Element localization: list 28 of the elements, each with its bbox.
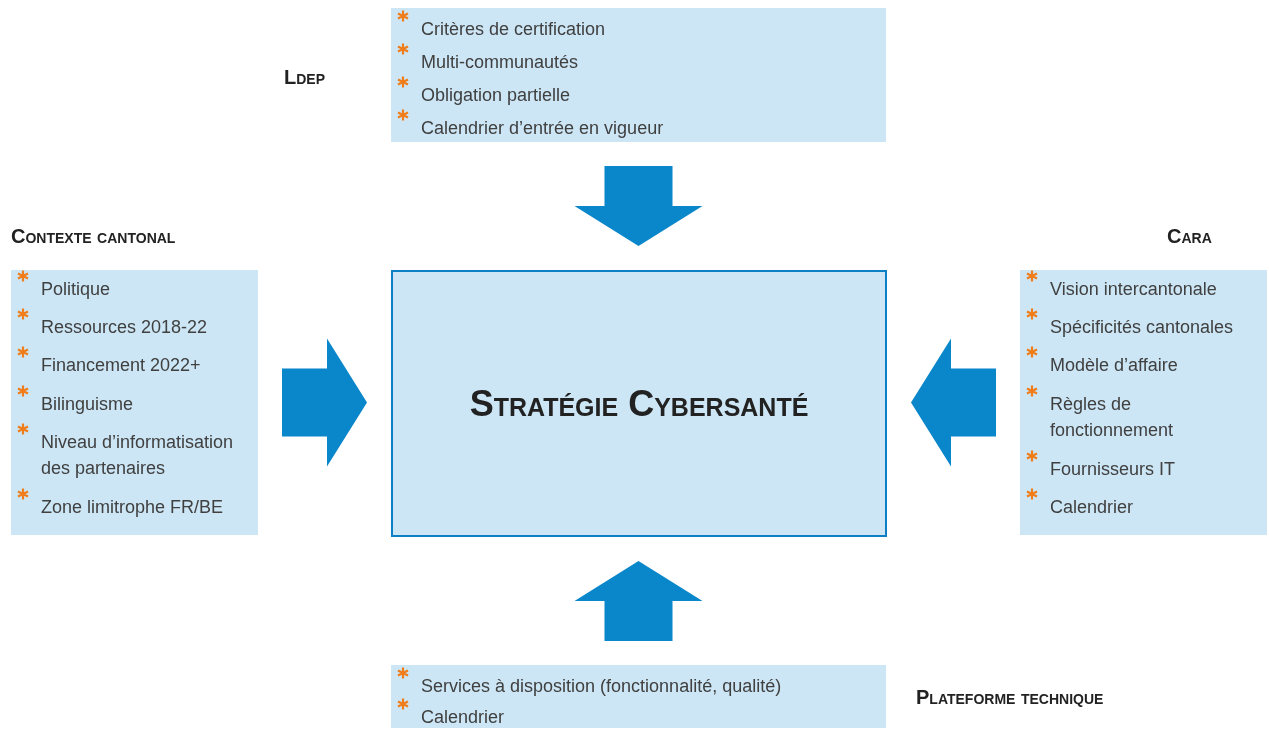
block-arrow — [911, 338, 996, 467]
panel-heading: Cara — [1167, 225, 1212, 248]
list-item: Obligation partielle — [421, 85, 571, 105]
list-item: Politique — [41, 279, 111, 299]
panel-heading: Contexte cantonal — [11, 225, 176, 248]
list-item: Critères de certification — [421, 19, 606, 39]
block-arrow — [574, 561, 703, 641]
list-item: Ressources 2018-22 — [41, 317, 208, 337]
center-title: Stratégie Cybersanté — [468, 382, 810, 425]
list-item: Calendrier d’entrée en vigueur — [421, 118, 664, 138]
list-item: Calendrier — [1050, 497, 1134, 517]
list-item: Zone limitrophe FR/BE — [41, 497, 224, 517]
block-arrow — [574, 166, 703, 246]
list-item: Niveau d’informatisation des partenaires — [41, 432, 234, 478]
panel-heading: Ldep — [284, 66, 325, 89]
list-item: Multi-communautés — [421, 52, 579, 72]
list-item: Règles de fonctionnement — [1050, 394, 1174, 440]
panel-heading: Plateforme technique — [916, 686, 1104, 709]
strategy-box — [391, 270, 887, 537]
list-item: Calendrier — [421, 707, 505, 727]
list-item: Fournisseurs IT — [1050, 459, 1176, 479]
list-item: Bilinguisme — [41, 394, 134, 414]
list-item: Spécificités cantonales — [1050, 317, 1234, 337]
block-arrow — [282, 338, 367, 467]
list-item: Vision intercantonale — [1050, 279, 1217, 299]
list-item: Financement 2022+ — [41, 355, 201, 375]
list-item: Services à disposition (fonctionnalité, qualité) — [421, 676, 782, 696]
list-item: Modèle d’affaire — [1050, 355, 1178, 375]
